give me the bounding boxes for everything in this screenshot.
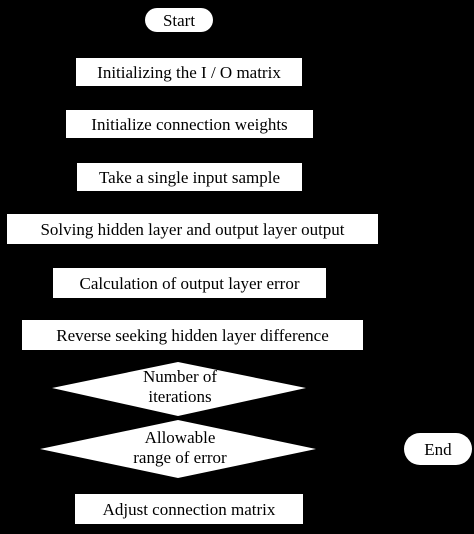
decision-error-label-area: Allowable range of error bbox=[100, 426, 260, 468]
start-terminal: Start bbox=[145, 8, 213, 32]
step-take-input-sample: Take a single input sample bbox=[77, 163, 302, 191]
step-reverse-hidden-difference: Reverse seeking hidden layer difference bbox=[22, 320, 363, 350]
step-init-weights: Initialize connection weights bbox=[66, 110, 313, 138]
decision-iterations-label-area: Number of iterations bbox=[100, 364, 260, 404]
step-solve-hidden-output: Solving hidden layer and output layer ou… bbox=[7, 214, 378, 244]
step-init-io-matrix: Initializing the I / O matrix bbox=[76, 58, 302, 86]
step-adjust-connection-matrix: Adjust connection matrix bbox=[75, 494, 303, 524]
decision-error-line-1: Allowable bbox=[144, 428, 216, 447]
step-output-error: Calculation of output layer error bbox=[53, 268, 326, 298]
decision-error-diamond bbox=[40, 420, 316, 478]
decision-iterations-line-1: Number of bbox=[142, 367, 218, 386]
decision-error-line-2: range of error bbox=[133, 448, 227, 467]
end-terminal: End bbox=[404, 433, 472, 465]
decision-iterations-diamond bbox=[52, 362, 306, 416]
decision-iterations-line-2: iterations bbox=[148, 387, 212, 404]
